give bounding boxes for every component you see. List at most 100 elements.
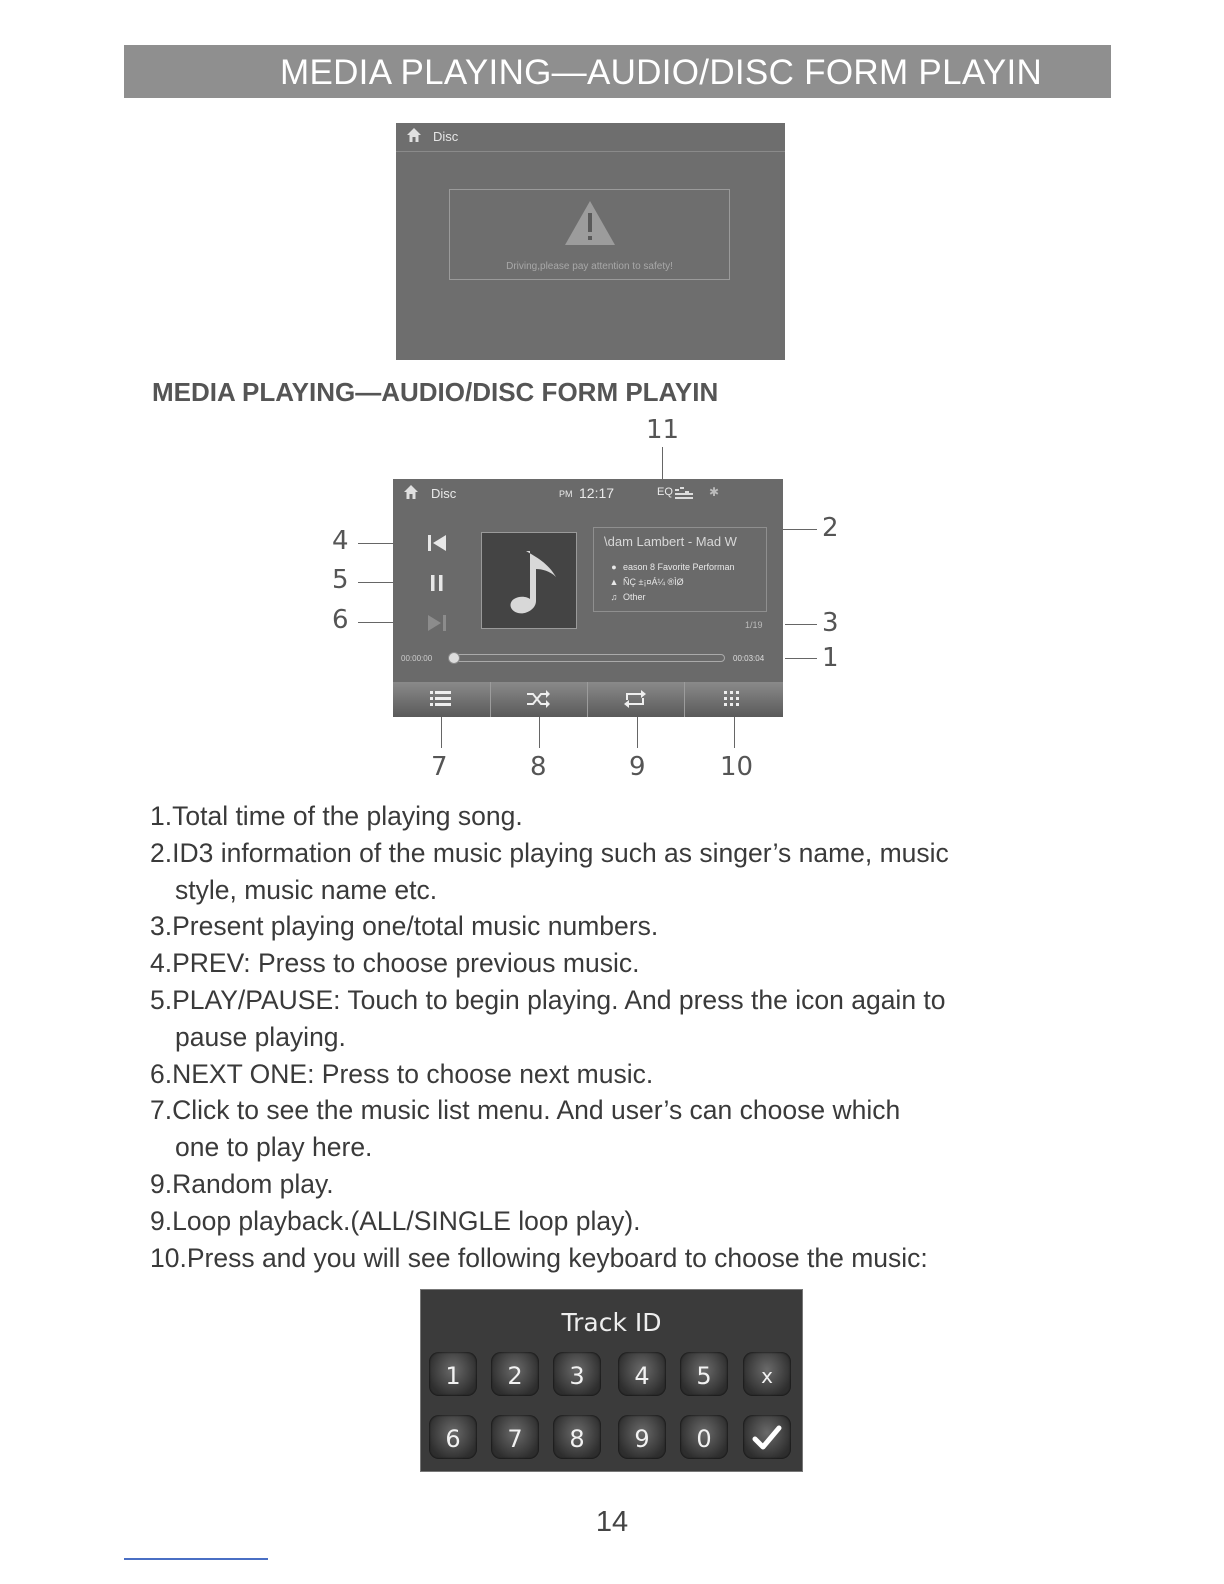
music-note-icon bbox=[510, 551, 556, 614]
equalizer-icon[interactable] bbox=[675, 487, 693, 499]
callout-6: 6 bbox=[332, 605, 349, 635]
playlist-button[interactable] bbox=[393, 682, 491, 717]
keypad-button[interactable] bbox=[684, 682, 781, 717]
pause-icon[interactable] bbox=[425, 571, 449, 595]
section-heading: MEDIA PLAYING—AUDIO/DISC FORM PLAYIN bbox=[152, 377, 719, 407]
keypad-grid-icon bbox=[724, 691, 739, 706]
key-8[interactable]: 8 bbox=[553, 1415, 601, 1459]
list-item: one to play here. bbox=[175, 1132, 373, 1163]
callout-line-5 bbox=[358, 582, 420, 583]
skip-previous-icon[interactable] bbox=[425, 531, 449, 555]
footer-line bbox=[124, 1558, 268, 1560]
callout-line-11 bbox=[662, 447, 663, 487]
delete-key[interactable]: x bbox=[743, 1352, 791, 1396]
progress-knob[interactable] bbox=[448, 652, 460, 664]
enter-key[interactable] bbox=[743, 1415, 791, 1459]
callout-line-9 bbox=[637, 712, 638, 748]
screen-title: Disc bbox=[433, 129, 459, 144]
repeat-button[interactable] bbox=[587, 682, 685, 717]
callout-line-2 bbox=[767, 529, 817, 530]
key-1[interactable]: 1 bbox=[429, 1352, 477, 1396]
keypad-title: Track ID bbox=[561, 1308, 662, 1337]
total-time: 00:03:04 bbox=[733, 654, 765, 663]
callout-line-8 bbox=[539, 712, 540, 748]
skip-next-icon[interactable] bbox=[425, 611, 449, 635]
checkmark-icon bbox=[752, 1425, 782, 1450]
ampm-label: PM bbox=[559, 489, 573, 499]
list-item: 6.NEXT ONE: Press to choose next music. bbox=[150, 1058, 654, 1089]
page-number: 14 bbox=[595, 1506, 629, 1538]
song-title: \dam Lambert - Mad W bbox=[604, 534, 737, 549]
list-item: 3.Present playing one/total music number… bbox=[150, 911, 659, 942]
album-row: ● eason 8 Favorite Performan bbox=[608, 562, 735, 572]
callout-line-10 bbox=[734, 712, 735, 748]
id3-info-panel: \dam Lambert - Mad W ● eason 8 Favorite P… bbox=[593, 527, 767, 612]
callout-7: 7 bbox=[431, 752, 448, 782]
list-item: style, music name etc. bbox=[175, 874, 438, 905]
album-art bbox=[481, 532, 577, 629]
playlist-icon bbox=[430, 691, 451, 706]
callout-4: 4 bbox=[332, 526, 349, 556]
disc-warning-screen: Disc Driving,please pay attention to saf… bbox=[396, 123, 785, 360]
callout-11: 11 bbox=[646, 415, 680, 445]
list-item: pause playing. bbox=[175, 1021, 346, 1052]
key-7[interactable]: 7 bbox=[491, 1415, 539, 1459]
callout-line-1 bbox=[785, 658, 817, 659]
callout-10: 10 bbox=[720, 752, 754, 782]
warning-dialog: Driving,please pay attention to safety! bbox=[449, 189, 730, 280]
page-banner: MEDIA PLAYING—AUDIO/DISC FORM PLAYIN bbox=[124, 45, 1111, 98]
key-9[interactable]: 9 bbox=[618, 1415, 666, 1459]
track-id-keypad: Track ID 1 2 3 4 5 x 6 7 8 9 0 bbox=[420, 1289, 803, 1472]
list-item: 9.Loop playback.(ALL/SINGLE loop play). bbox=[150, 1205, 641, 1236]
home-icon[interactable] bbox=[403, 484, 419, 500]
music-note-small-icon: ♫ bbox=[610, 592, 618, 602]
home-icon[interactable] bbox=[406, 127, 422, 143]
player-title: Disc bbox=[431, 486, 457, 501]
disc-icon: ● bbox=[611, 562, 617, 572]
shuffle-button[interactable] bbox=[490, 682, 588, 717]
callout-9: 9 bbox=[629, 752, 646, 782]
key-3[interactable]: 3 bbox=[553, 1352, 601, 1396]
list-item: 5.PLAY/PAUSE: Touch to begin playing. An… bbox=[150, 984, 946, 1015]
key-2[interactable]: 2 bbox=[491, 1352, 539, 1396]
feature-list: 1.Total time of the playing song. 2.ID3 … bbox=[150, 798, 1100, 1276]
warning-message: Driving,please pay attention to safety! bbox=[506, 261, 673, 272]
callout-line-6 bbox=[358, 622, 420, 623]
list-item: 2.ID3 information of the music playing s… bbox=[150, 837, 949, 868]
callout-line-7 bbox=[441, 712, 442, 748]
callout-2: 2 bbox=[822, 513, 839, 543]
key-0[interactable]: 0 bbox=[680, 1415, 728, 1459]
bottom-toolbar bbox=[393, 682, 783, 717]
list-item: 4.PREV: Press to choose previous music. bbox=[150, 948, 640, 979]
bluetooth-icon: ✱ bbox=[709, 485, 720, 499]
repeat-icon bbox=[624, 690, 646, 708]
key-4[interactable]: 4 bbox=[618, 1352, 666, 1396]
list-item: 7.Click to see the music list menu. And … bbox=[150, 1095, 901, 1126]
list-item: 1.Total time of the playing song. bbox=[150, 801, 523, 831]
key-6[interactable]: 6 bbox=[429, 1415, 477, 1459]
screen-header: Disc bbox=[396, 123, 785, 152]
artist-name: ÑÇ ±¡¤Á¼ ®ÌØ bbox=[623, 577, 684, 587]
callout-line-4 bbox=[358, 543, 420, 544]
artist-row: ▲ÑÇ ±¡¤Á¼ ®ÌØ bbox=[608, 577, 684, 587]
genre-name: Other bbox=[623, 592, 646, 602]
callout-3: 3 bbox=[822, 608, 839, 638]
album-name: eason 8 Favorite Performan bbox=[623, 562, 735, 572]
callout-8: 8 bbox=[530, 752, 547, 782]
shuffle-icon bbox=[527, 690, 550, 708]
elapsed-time: 00:00:00 bbox=[401, 654, 433, 663]
callout-line-3 bbox=[785, 624, 817, 625]
callout-1: 1 bbox=[822, 643, 839, 673]
disc-player-screen: Disc PM 12:17 EQ ✱ \dam Lambert - Mad W … bbox=[393, 479, 783, 717]
key-5[interactable]: 5 bbox=[680, 1352, 728, 1396]
player-header: Disc PM 12:17 EQ ✱ bbox=[393, 479, 783, 507]
list-item: 9.Random play. bbox=[150, 1168, 334, 1199]
clock: 12:17 bbox=[579, 485, 615, 501]
warning-triangle-icon bbox=[565, 201, 615, 245]
genre-row: ♫ Other bbox=[608, 592, 646, 602]
list-item: 10.Press and you will see following keyb… bbox=[150, 1242, 928, 1273]
track-counter: 1/19 bbox=[745, 620, 763, 630]
callout-5: 5 bbox=[332, 565, 349, 595]
eq-label[interactable]: EQ bbox=[657, 486, 673, 498]
progress-bar[interactable] bbox=[448, 652, 725, 664]
